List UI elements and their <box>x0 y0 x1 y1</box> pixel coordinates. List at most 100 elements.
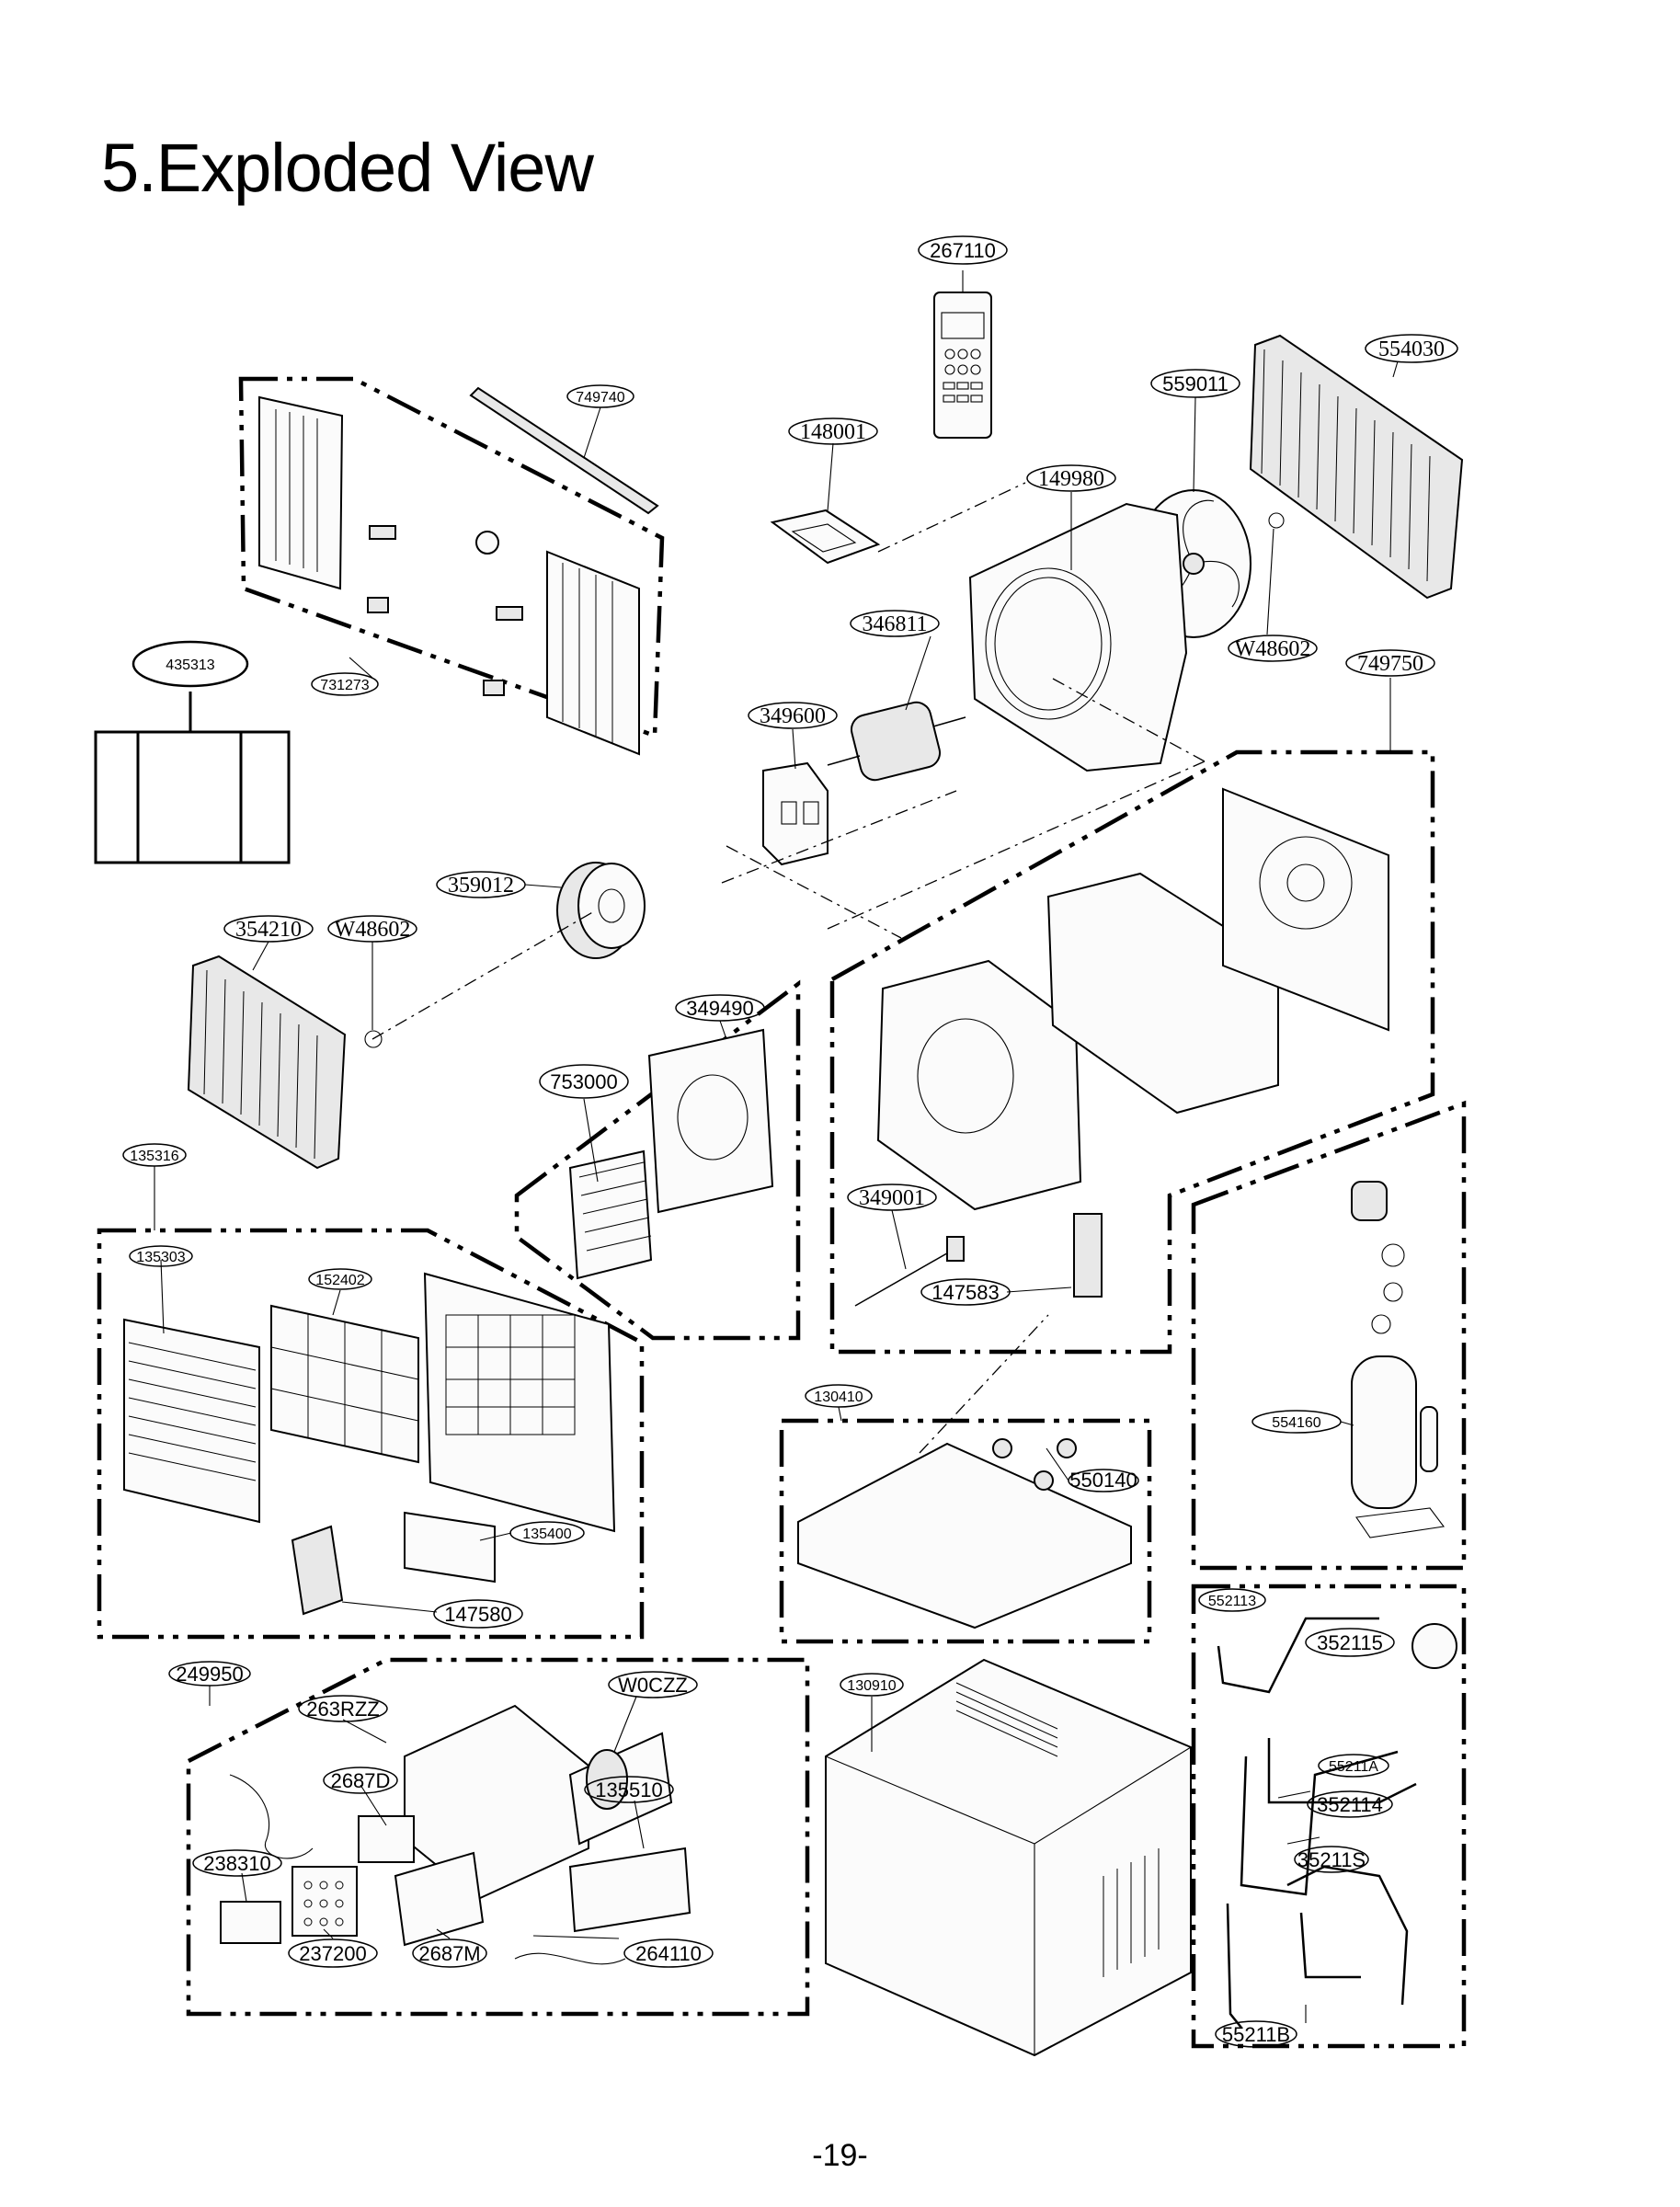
group-outline-base-plate <box>779 1418 1152 1644</box>
cabinet <box>825 1658 1192 2057</box>
svg-text:35211S: 35211S <box>1297 1848 1366 1871</box>
base-plate <box>797 1438 1132 1630</box>
svg-text:352114: 352114 <box>1317 1793 1383 1816</box>
callout-753000: 753000 <box>539 1064 629 1099</box>
callout-354210: 354210 <box>223 915 314 943</box>
svg-text:264110: 264110 <box>635 1942 702 1965</box>
svg-text:346811: 346811 <box>862 612 927 636</box>
svg-text:435313: 435313 <box>166 658 214 673</box>
page-number: -19- <box>812 2138 868 2173</box>
front-panel-frame <box>423 1272 616 1533</box>
svg-text:W48602: W48602 <box>1235 637 1311 661</box>
callout-237200: 237200 <box>288 1938 378 1968</box>
svg-text:135400: 135400 <box>522 1527 571 1542</box>
callout-550140: 550140 <box>1068 1469 1139 1492</box>
control-cover <box>291 1511 496 1616</box>
fan-shroud <box>968 502 1188 772</box>
callout-731273: 731273 <box>311 672 379 696</box>
callout-55211B: 55211B <box>1215 2020 1297 2048</box>
svg-text:550140: 550140 <box>1069 1469 1137 1492</box>
callout-W0CZZ: W0CZZ <box>608 1671 698 1698</box>
callout-749750: 749750 <box>1345 649 1435 677</box>
callout-135400: 135400 <box>509 1521 585 1545</box>
base-pan-assembly <box>854 787 1389 1307</box>
callout-554160: 554160 <box>1251 1410 1342 1434</box>
svg-text:135303: 135303 <box>136 1250 185 1265</box>
svg-text:349001: 349001 <box>859 1186 925 1210</box>
svg-text:263RZZ: 263RZZ <box>306 1698 379 1721</box>
svg-text:238310: 238310 <box>203 1852 270 1875</box>
svg-text:749750: 749750 <box>1357 652 1423 676</box>
refrigerant-piping <box>1217 1617 1457 2029</box>
svg-text:135510: 135510 <box>595 1778 662 1801</box>
callout-149980: 149980 <box>1026 464 1116 492</box>
callout-238310: 238310 <box>192 1849 282 1877</box>
callout-352115: 352115 <box>1305 1628 1395 1657</box>
callout-135303: 135303 <box>129 1245 193 1267</box>
svg-text:135316: 135316 <box>130 1149 178 1164</box>
evaporator-housing <box>568 1028 774 1280</box>
callout-249950: 249950 <box>168 1661 251 1687</box>
front-grille <box>123 1318 260 1524</box>
group-outline-evaporator-housing <box>514 979 801 1341</box>
svg-text:731273: 731273 <box>320 678 369 693</box>
callout-749740: 749740 <box>566 384 634 408</box>
svg-text:753000: 753000 <box>550 1070 617 1093</box>
group-outline-window-kit <box>238 376 665 739</box>
svg-text:2687D: 2687D <box>331 1769 391 1792</box>
callout-267110: 267110 <box>918 235 1008 265</box>
remote-control <box>933 292 992 439</box>
air-filter <box>270 1304 419 1464</box>
callout-148001: 148001 <box>788 417 878 445</box>
fan-motor <box>827 701 966 782</box>
callout-435313: 435313 <box>131 640 249 688</box>
callout-264110: 264110 <box>623 1938 714 1968</box>
svg-text:249950: 249950 <box>176 1663 243 1686</box>
motor-mount-plate <box>770 509 881 565</box>
callout-552113: 552113 <box>1198 1588 1266 1612</box>
svg-text:130410: 130410 <box>814 1389 863 1405</box>
callout-352114: 352114 <box>1307 1790 1393 1818</box>
callout-2687M: 2687M <box>412 1938 487 1968</box>
svg-text:354210: 354210 <box>235 918 302 942</box>
window-kit-parts <box>258 386 659 756</box>
callout-35211S: 35211S <box>1294 1846 1369 1873</box>
callout-130910: 130910 <box>840 1673 904 1697</box>
compressor <box>1351 1181 1445 1538</box>
callout-W48602-top: W48602 <box>1228 635 1318 662</box>
evaporator-coil <box>187 955 383 1170</box>
svg-text:554160: 554160 <box>1272 1415 1320 1431</box>
callout-559011: 559011 <box>1150 369 1240 398</box>
group-outline-compressor <box>1191 1100 1467 1571</box>
svg-text:267110: 267110 <box>930 239 996 262</box>
svg-text:147580: 147580 <box>444 1603 511 1626</box>
svg-text:349600: 349600 <box>760 704 826 728</box>
svg-text:149980: 149980 <box>1038 467 1104 491</box>
svg-text:W48602: W48602 <box>335 918 411 942</box>
svg-text:559011: 559011 <box>1162 372 1229 395</box>
callout-349600: 349600 <box>748 702 838 729</box>
svg-text:359012: 359012 <box>448 874 514 898</box>
callout-147583: 147583 <box>920 1278 1011 1306</box>
callout-2687D: 2687D <box>323 1767 398 1794</box>
callout-130410: 130410 <box>805 1384 873 1408</box>
svg-text:2687M: 2687M <box>418 1942 480 1965</box>
callout-147580: 147580 <box>433 1599 523 1629</box>
page-title: 5.Exploded View <box>101 130 594 206</box>
svg-text:152402: 152402 <box>315 1273 364 1288</box>
callout-135316: 135316 <box>122 1143 187 1167</box>
svg-text:352115: 352115 <box>1317 1631 1383 1654</box>
callout-263RZZ: 263RZZ <box>298 1695 388 1722</box>
assembly-lines <box>371 482 1206 1454</box>
group-outline-front-panel <box>97 1228 645 1640</box>
part-callouts: 267110 554030 559011 749740 148001 14998… <box>122 235 1458 2048</box>
svg-text:55211A: 55211A <box>1329 1759 1378 1775</box>
group-outline-base-pan-assembly <box>829 749 1435 1355</box>
blower-wheel <box>556 862 646 959</box>
svg-text:148001: 148001 <box>800 420 866 444</box>
svg-text:554030: 554030 <box>1378 337 1445 361</box>
svg-text:237200: 237200 <box>299 1942 366 1965</box>
svg-text:55211B: 55211B <box>1222 2023 1290 2046</box>
callout-W48602-left: W48602 <box>327 915 417 943</box>
